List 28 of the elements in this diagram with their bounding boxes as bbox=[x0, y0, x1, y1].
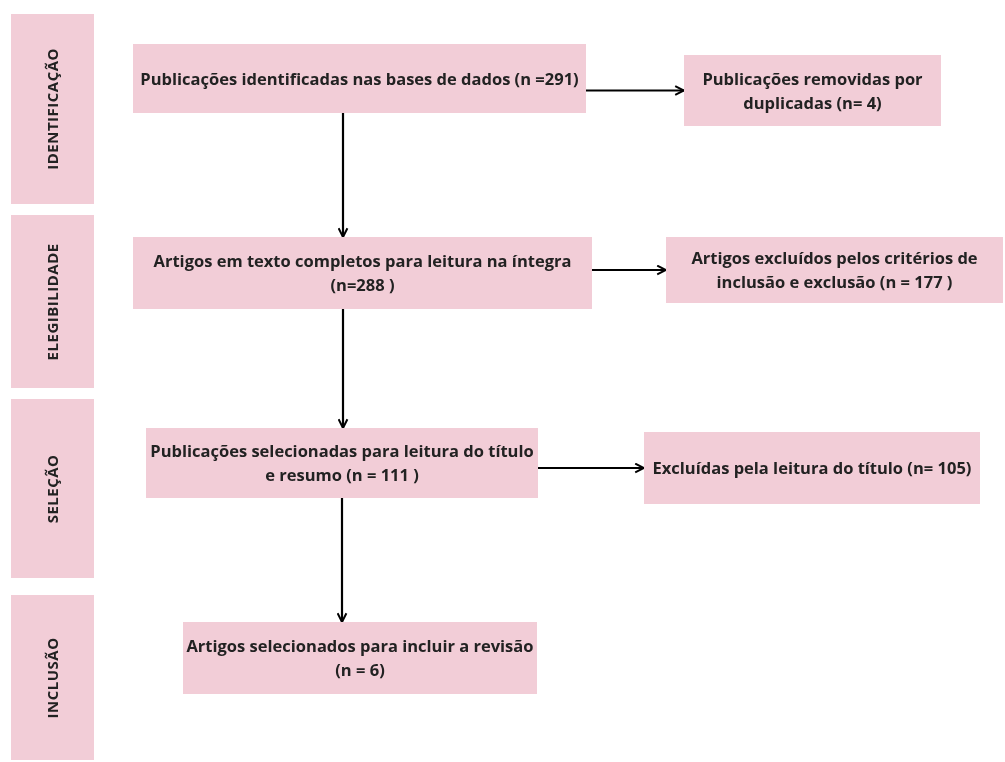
box-text: Artigos selecionados para incluir a revisão (n = 6) bbox=[185, 634, 535, 682]
arrow bbox=[586, 85, 685, 96]
stage-label: SELEÇÃO bbox=[41, 454, 63, 523]
stage-band bbox=[11, 14, 94, 204]
stage-band bbox=[11, 399, 94, 578]
process-box bbox=[146, 428, 538, 498]
arrow bbox=[592, 264, 667, 276]
arrow bbox=[336, 498, 348, 623]
arrow bbox=[337, 113, 349, 238]
stage-label: INCLUSÃO bbox=[41, 636, 63, 719]
stage-band bbox=[11, 595, 94, 760]
box-text: Artigos em texto completos para leitura na íntegra (n=288 ) bbox=[152, 249, 573, 297]
process-box bbox=[684, 55, 941, 126]
process-box bbox=[666, 237, 1003, 303]
stage-label: IDENTIFICAÇÃO bbox=[41, 48, 63, 170]
arrow bbox=[538, 462, 645, 474]
box-text: Publicações removidas por duplicadas (n= 4) bbox=[701, 66, 924, 115]
stage-label: ELEGIBILIDADE bbox=[41, 243, 63, 360]
process-box bbox=[183, 622, 537, 694]
process-box bbox=[133, 44, 586, 113]
box-text: Artigos excluídos pelos critérios de inclusão e exclusão (n = 177 ) bbox=[690, 246, 979, 294]
box-text: Publicações identificadas nas bases de dados (n =291) bbox=[140, 66, 579, 91]
process-box bbox=[644, 432, 980, 504]
stage-band bbox=[11, 215, 94, 388]
arrow bbox=[337, 309, 349, 429]
box-text: Publicações selecionadas para leitura do título e resumo (n = 111 ) bbox=[149, 439, 535, 487]
box-text: Excluídas pela leitura do título (n= 105) bbox=[652, 456, 972, 480]
process-box bbox=[133, 237, 592, 309]
